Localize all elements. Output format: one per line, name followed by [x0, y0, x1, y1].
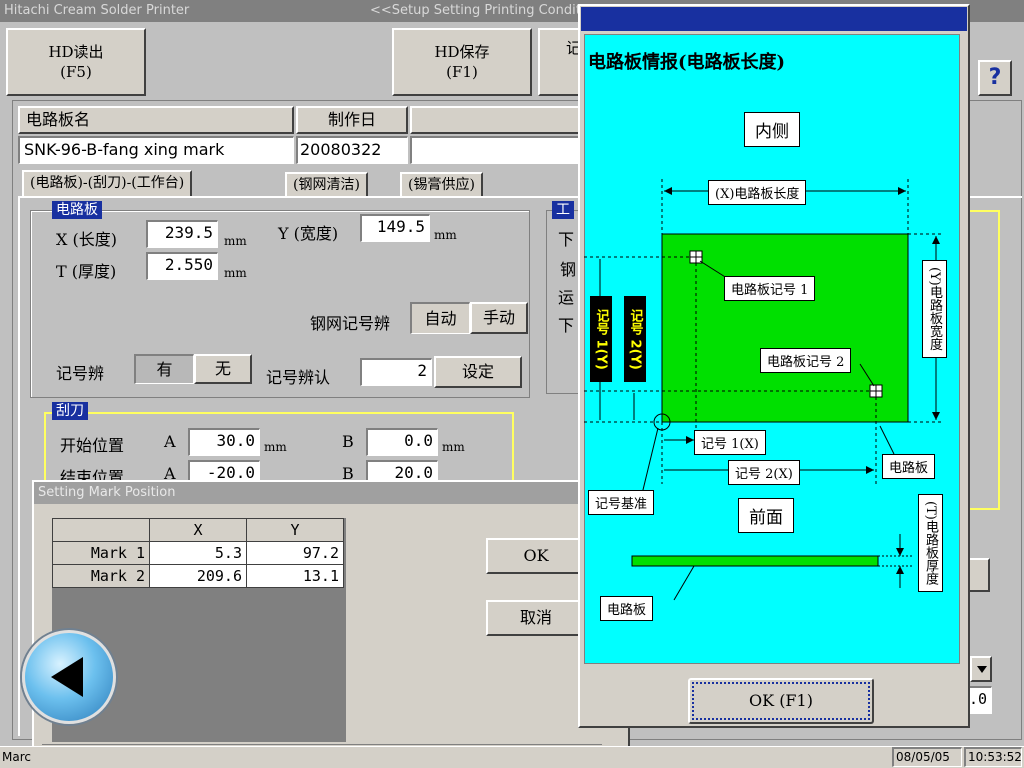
- mark-dialog-title: Setting Mark Position: [38, 485, 176, 500]
- mark-1-label: 电路板记号 1: [724, 276, 816, 301]
- t-thickness-dim-label: (T)电路板厚度: [918, 494, 943, 592]
- pcb-board-side-view: [631, 555, 879, 567]
- origin-circle: [653, 413, 671, 431]
- stencil-mark-manual-button[interactable]: 手动: [470, 302, 528, 334]
- mark-2-label: 电路板记号 2: [760, 348, 852, 373]
- pcb-group-title: 电路板: [52, 201, 102, 219]
- start-a-field[interactable]: 30.0: [188, 428, 260, 456]
- mark-ok-button[interactable]: OK: [486, 538, 586, 574]
- mark-y-cell[interactable]: 13.1: [246, 564, 344, 588]
- tab-stencil-clean[interactable]: (钢网清洁): [285, 172, 368, 196]
- mark-recog-no-button[interactable]: 无: [194, 354, 252, 384]
- mark-confirm-label: 记号辨认: [266, 368, 331, 387]
- table-row[interactable]: Mark 2 209.6 13.1: [52, 564, 344, 588]
- y-unit: mm: [434, 228, 457, 242]
- pcb-diagram: [584, 179, 944, 601]
- y-width-label: Y (宽度): [278, 224, 339, 243]
- work-table-r2: 钢: [560, 260, 577, 279]
- x-length-dim-label: (X)电路板长度: [708, 180, 807, 205]
- start-b-label: B: [342, 432, 354, 451]
- start-a-unit: mm: [264, 440, 287, 454]
- start-b-unit: mm: [442, 440, 465, 454]
- app-title: Hitachi Cream Solder Printer: [4, 3, 190, 18]
- mark-1-x-label: 记号 1(X): [694, 430, 766, 455]
- end-a-label: A: [164, 464, 176, 483]
- squeegee-group-title: 刮刀: [52, 402, 88, 420]
- board-header-extra: [410, 106, 580, 134]
- origin-label: 记号基准: [588, 490, 655, 515]
- mark-table-header: X Y: [52, 518, 344, 542]
- stencil-mark-label: 钢网记号辨: [310, 314, 391, 333]
- chevron-down-icon: [977, 666, 987, 673]
- start-b-field[interactable]: 0.0: [366, 428, 438, 456]
- work-table-r3: 运: [558, 288, 575, 307]
- mark-confirm-field[interactable]: 2: [360, 358, 432, 386]
- board-callout-label: 电路板: [882, 454, 936, 479]
- board-name-field[interactable]: SNK-96-B-fang xing mark: [18, 136, 294, 164]
- work-table-r4: 下: [558, 316, 575, 335]
- date-field[interactable]: 20080322: [296, 136, 408, 164]
- end-b-label: B: [342, 464, 354, 483]
- y-width-dim-label: (Y)电路板宽度: [922, 260, 947, 358]
- mark-2-x-label: 记号 2(X): [728, 460, 800, 485]
- col-x-header: X: [149, 518, 247, 542]
- date-header: 制作日: [296, 106, 408, 134]
- t-thickness-label: T (厚度): [56, 262, 117, 281]
- mark-name-cell: Mark 1: [52, 541, 150, 565]
- hd-save-button[interactable]: HD保存 (F1): [392, 28, 532, 96]
- board-name-header: 电路板名: [18, 106, 294, 134]
- hd-read-button[interactable]: HD读出 (F5): [6, 28, 146, 96]
- back-button[interactable]: [22, 630, 116, 724]
- screen-title: <<Setup Setting Printing Condit: [370, 3, 581, 18]
- set-button[interactable]: 设定: [434, 356, 522, 388]
- mark-x-cell[interactable]: 209.6: [149, 564, 247, 588]
- inside-label: 内侧: [744, 112, 800, 147]
- help-icon: ?: [988, 65, 1002, 90]
- mark-y-cell[interactable]: 97.2: [246, 541, 344, 565]
- status-date: 08/05/05: [892, 747, 962, 767]
- work-table-group-title: 工: [552, 201, 574, 219]
- mark-cancel-button[interactable]: 取消: [486, 600, 586, 636]
- tab-paste-supply[interactable]: (锡膏供应): [400, 172, 483, 196]
- mark-recog-label: 记号辨: [56, 364, 105, 383]
- pcb-info-title-bar: [581, 7, 967, 31]
- back-arrow-icon: [51, 657, 83, 697]
- board-side-label: 电路板: [600, 596, 654, 621]
- mark-name-cell: Mark 2: [52, 564, 150, 588]
- x-length-field[interactable]: 239.5: [146, 220, 218, 248]
- work-table-r1: 下: [558, 230, 575, 249]
- start-pos-label: 开始位置: [60, 436, 125, 455]
- y-width-field[interactable]: 149.5: [360, 214, 430, 242]
- t-unit: mm: [224, 266, 247, 280]
- mark-1-y-label: 记号 1(Y): [590, 296, 612, 382]
- pcb-info-title: 电路板情报(电路板长度): [588, 52, 786, 73]
- mark-recog-yes-button[interactable]: 有: [134, 354, 194, 384]
- mark-dialog-title-bar: Setting Mark Position: [34, 482, 628, 504]
- start-a-label: A: [164, 432, 176, 451]
- status-left-text: Marc: [2, 750, 31, 764]
- table-row[interactable]: Mark 1 5.3 97.2: [52, 541, 344, 565]
- board-extra-field[interactable]: [410, 136, 580, 164]
- pcb-group: [30, 210, 530, 398]
- tab-body: [18, 196, 1022, 736]
- t-thickness-field[interactable]: 2.550: [146, 252, 218, 280]
- pcb-info-ok-button[interactable]: OK (F1): [688, 678, 874, 724]
- x-length-label: X (长度): [56, 230, 117, 249]
- mark-table: X Y Mark 1 5.3 97.2 Mark 2 209.6 13.1: [52, 518, 344, 588]
- help-button[interactable]: ?: [978, 60, 1012, 96]
- mark-2-y-label: 记号 2(Y): [624, 296, 646, 382]
- front-label: 前面: [738, 498, 794, 533]
- mark-x-cell[interactable]: 5.3: [149, 541, 247, 565]
- right-yellow-group: [960, 210, 1000, 510]
- stencil-mark-auto-button[interactable]: 自动: [410, 302, 470, 334]
- status-bar: [0, 746, 1024, 768]
- status-time: 10:53:52: [964, 747, 1022, 767]
- dropdown-arrow-button[interactable]: [970, 656, 992, 682]
- x-unit: mm: [224, 234, 247, 248]
- col-y-header: Y: [246, 518, 344, 542]
- tab-pcb-squeegee-table[interactable]: (电路板)-(刮刀)-(工作台): [22, 170, 193, 196]
